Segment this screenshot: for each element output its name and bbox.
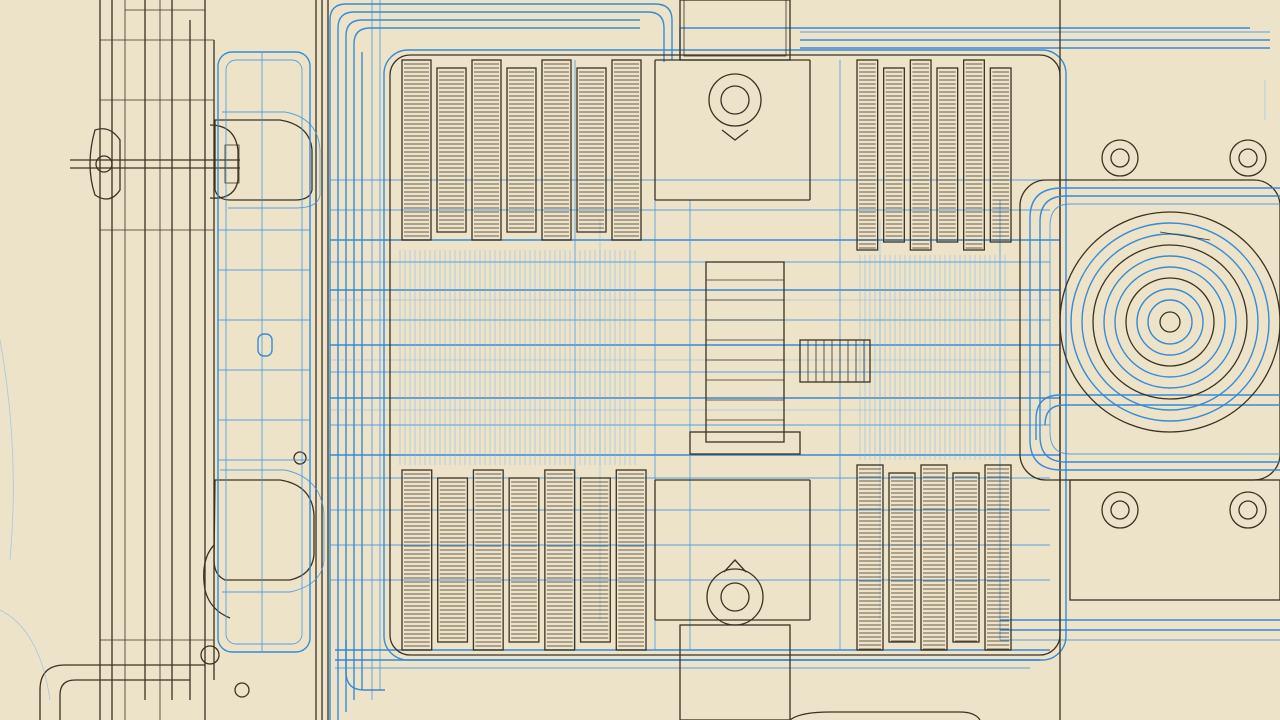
gear-column xyxy=(437,477,469,643)
flywheel-ring xyxy=(1114,266,1226,378)
gear-column xyxy=(508,477,540,643)
bolt-core xyxy=(1238,500,1258,520)
flywheel-marker xyxy=(1159,231,1211,241)
gear-column xyxy=(436,67,467,233)
bolt-hole-icon xyxy=(1101,491,1139,529)
upper-left-stack xyxy=(401,59,642,241)
crank-handle-icon xyxy=(70,124,240,200)
bolt-core xyxy=(1110,148,1130,168)
flywheel-ring xyxy=(1136,288,1204,356)
gear-column xyxy=(888,472,916,643)
gear-column xyxy=(541,59,572,241)
gear-column xyxy=(936,67,959,243)
bolt-hole-icon xyxy=(1229,139,1267,177)
gear-column xyxy=(611,59,642,241)
gear-column xyxy=(401,469,433,651)
right-mount-block xyxy=(1019,0,1280,720)
gear-column xyxy=(576,67,607,233)
gear-column xyxy=(401,59,432,241)
bolt-ring xyxy=(1229,491,1267,529)
left-column-frame xyxy=(39,0,329,720)
flywheel-ring xyxy=(1147,299,1193,345)
gear-column xyxy=(989,67,1012,243)
gear-stack-layer xyxy=(399,59,1012,651)
bolt-ring xyxy=(1101,491,1139,529)
gear-column xyxy=(920,464,948,651)
gear-column xyxy=(952,472,980,643)
gear-column xyxy=(615,469,647,651)
flywheel-ring xyxy=(1125,277,1215,367)
gear-column xyxy=(856,464,884,651)
bolt-ring xyxy=(1229,139,1267,177)
gear-column xyxy=(472,469,504,651)
gear-column xyxy=(963,59,985,251)
left-lower-housing xyxy=(200,451,325,698)
lower-right-stack xyxy=(856,464,1012,651)
mid-hatching xyxy=(399,250,1006,465)
bolt-core xyxy=(1110,500,1130,520)
bolt-ring xyxy=(1101,139,1139,177)
bolt-hole-layer xyxy=(1101,139,1267,529)
gear-column xyxy=(883,67,905,243)
bolt-core xyxy=(1238,148,1258,168)
flywheel-hub xyxy=(1159,311,1181,333)
gear-column xyxy=(856,59,879,251)
bottom-gauge-icon xyxy=(706,559,764,626)
flywheel-ring xyxy=(1070,222,1270,422)
flywheel-ring xyxy=(1092,244,1248,400)
gear-column xyxy=(984,464,1012,651)
bolt-hole-icon xyxy=(1101,139,1139,177)
flywheel-ring xyxy=(1103,255,1237,389)
central-shaft-block xyxy=(689,261,871,455)
gear-column xyxy=(544,469,576,651)
gear-column xyxy=(909,59,932,251)
lower-left-stack xyxy=(401,469,647,651)
bolt-hole-icon xyxy=(1229,491,1267,529)
gear-column xyxy=(579,477,611,643)
upper-right-stack xyxy=(856,59,1012,251)
top-gauge-icon xyxy=(708,73,762,141)
flywheel-ring xyxy=(1059,211,1280,433)
flywheel-icon xyxy=(1059,211,1280,433)
left-blue-panel xyxy=(217,51,311,653)
gear-column xyxy=(471,59,502,241)
left-upper-housing xyxy=(214,111,321,209)
gear-column xyxy=(506,67,537,233)
